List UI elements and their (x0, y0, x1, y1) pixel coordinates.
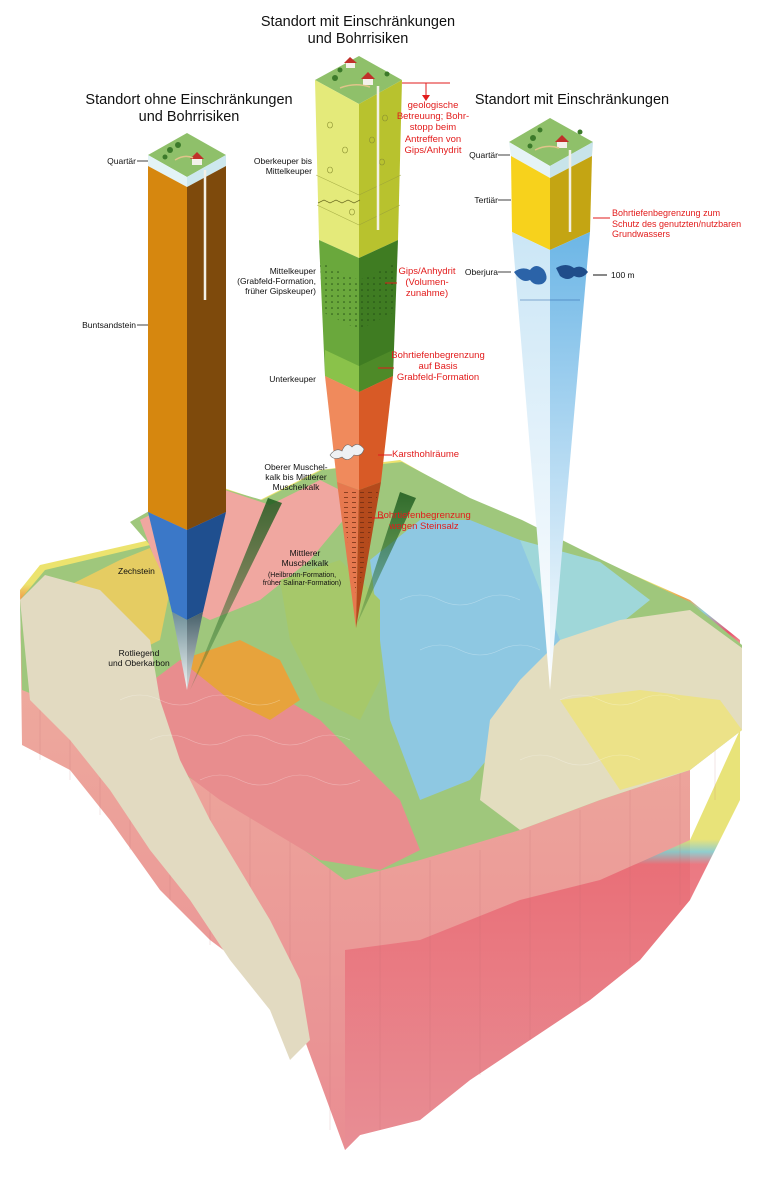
middle-column-unterkeuper-right (359, 350, 393, 392)
house-icon (190, 152, 204, 165)
right-column-top (509, 118, 593, 166)
left-column-spike-right (187, 612, 203, 690)
middle-borehole-column (315, 56, 450, 628)
left-column-shadow-cone (190, 498, 282, 690)
label-buntsandstein: Buntsandstein (82, 320, 136, 330)
terrain-unit-blue (370, 520, 580, 800)
middle-column-oberkeuper-right (359, 80, 402, 258)
left-column-buntsandstein-right (187, 166, 226, 530)
arrow-down-icon (402, 82, 450, 101)
terrain-block (20, 460, 742, 1150)
terrain-unit-orange (180, 640, 300, 720)
middle-column-gips-zone-right (359, 262, 397, 330)
middle-column-oberkeuper-left (315, 80, 359, 258)
terrain-unit-rotliegend-band (20, 575, 310, 1060)
label-right-quartaer: Quartär (469, 150, 498, 160)
left-column-zechstein-left (148, 512, 187, 620)
left-column-spike-left (172, 612, 187, 690)
cavity-icon (329, 444, 365, 460)
left-column-zechstein-right (187, 512, 226, 620)
title-middle: Standort mit Einschränkungen und Bohrris… (260, 14, 456, 48)
middle-column-shadow-cone (357, 492, 416, 624)
risk-karsthohlraeume: Karsthohlräume (392, 449, 460, 460)
label-mittelkeuper: Mittelkeuper (Grabfeld-Formation, früher… (237, 266, 316, 297)
middle-column-muschelkalk-right (359, 376, 393, 490)
label-oberer-muschelkalk: Oberer Muschel- kalk bis Mittlerer Musch… (264, 462, 328, 493)
title-right: Standort mit Einschränkungen (474, 92, 670, 108)
right-column-quartaer-left (509, 142, 550, 178)
tree-icon (332, 67, 390, 81)
label-heilbronn-formation: (Heilbronn-Formation, früher Salinar-For… (262, 572, 342, 588)
label-rotliegend: Rotliegend und Oberkarbon (108, 648, 170, 669)
middle-column-muschelkalk-left (325, 376, 359, 490)
risk-bohrtiefe-grabfeld: Bohrtiefenbegrenzung auf Basis Grabfeld-… (391, 350, 485, 384)
label-oberkeuper: Oberkeuper bis Mittelkeuper (253, 156, 312, 177)
cavity-icon (514, 266, 547, 285)
label-left-quartaer: Quartär (107, 156, 136, 166)
middle-column-unterkeuper-left (325, 350, 359, 392)
house-icon (555, 135, 569, 148)
right-borehole-column (509, 118, 610, 690)
right-column-oberjura-right (550, 232, 590, 690)
left-borehole-column (148, 133, 282, 690)
title-left: Standort ohne Einschränkungen und Bohrri… (85, 92, 293, 126)
risk-grundwasser: Bohrtiefenbegrenzung zum Schutz des genu… (612, 208, 742, 240)
left-column-buntsandstein-left (148, 166, 187, 530)
house-icon (344, 57, 375, 85)
left-column-quartaer-right (187, 155, 226, 187)
tree-icon (527, 127, 583, 149)
middle-column-gips-zone-left (320, 262, 359, 330)
right-column-tertiaer-left (511, 156, 550, 250)
label-unterkeuper: Unterkeuper (269, 374, 316, 384)
terrain-unit-yellow-right (560, 690, 742, 790)
label-zechstein: Zechstein (118, 566, 155, 576)
risk-bohrtiefe-steinsalz: Bohrtiefenbegrenzung wegen Steinsalz (377, 510, 471, 533)
leader-lines (137, 154, 511, 326)
risk-geologische-betreuung: geologische Betreuung; Bohr- stopp beim … (396, 100, 470, 156)
tree-icon (162, 142, 181, 160)
label-oberjura: Oberjura (464, 267, 498, 277)
right-column-quartaer-right (550, 142, 593, 178)
label-mittlerer-muschelkalk: Mittlerer Muschelkalk (281, 548, 329, 569)
label-tertiaer: Tertiär (474, 195, 498, 205)
label-depth-100m: 100 m (611, 270, 635, 280)
middle-column-top (315, 56, 402, 104)
left-column-quartaer-left (148, 155, 187, 187)
terrain-right-face (345, 730, 740, 1150)
right-column-oberjura-left (512, 232, 550, 690)
risk-gips-anhydrit: Gips/Anhydrit (Volumen- zunahme) (398, 266, 456, 300)
terrain-unit-pink (140, 660, 420, 870)
